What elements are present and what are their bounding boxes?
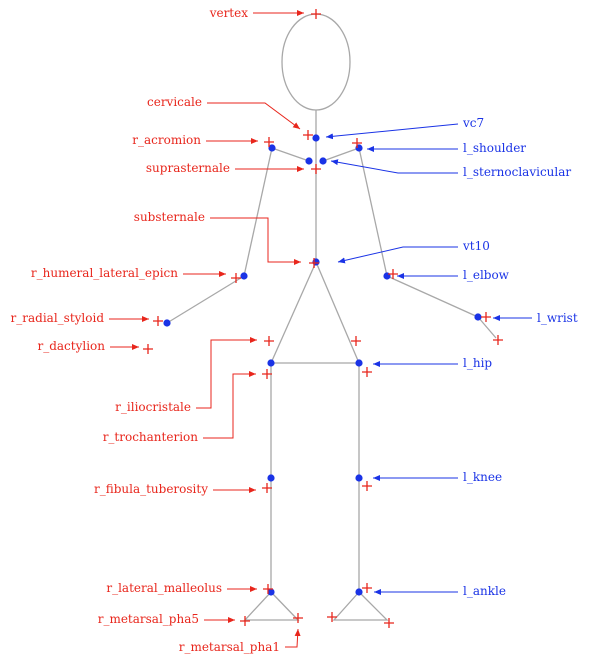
r-pelvis-line (270, 261, 317, 364)
l-sternoclavicular-joint (319, 157, 327, 165)
l-hand-line (477, 316, 497, 339)
label-vc7: vc7 (462, 116, 484, 130)
blue-labels: vc7 l_shoulder l_sternoclavicular vt10 l… (462, 116, 578, 598)
l-upper-arm-line (358, 147, 388, 277)
l-knee-joint (355, 474, 363, 482)
label-l-shoulder: l_shoulder (463, 141, 526, 155)
label-l-knee: l_knee (463, 470, 502, 484)
label-vt10: vt10 (462, 239, 490, 253)
label-l-wrist: l_wrist (537, 311, 578, 325)
r-shoulder-joint (268, 144, 276, 152)
landmark-markers (143, 9, 503, 628)
l-foot-outline (332, 591, 389, 621)
r-pha1-leader (285, 628, 301, 648)
r-knee-joint (267, 474, 275, 482)
label-suprasternale: suprasternale (146, 161, 230, 175)
substernale-leader (210, 217, 301, 265)
vt10-leader (337, 246, 458, 264)
label-r-metarsal-pha1: r_metarsal_pha1 (179, 640, 280, 654)
l-sternoclavicular-leader (330, 159, 458, 174)
cervicale-marker (303, 130, 313, 140)
r-wrist-joint (163, 319, 171, 327)
r-metarsal-pha5-marker (240, 616, 250, 626)
joint-markers (163, 134, 482, 596)
l-iliocristale-marker (351, 336, 361, 346)
l-hip-joint (355, 359, 363, 367)
label-r-radial-styloid: r_radial_styloid (11, 311, 105, 325)
r-sternoclavicular-joint (305, 157, 313, 165)
r-dactylion-marker (143, 344, 153, 354)
r-ankle-joint (267, 588, 275, 596)
r-clavicle-line (271, 147, 310, 162)
r-lateral-malleolus-marker (263, 584, 273, 594)
l-forearm-line (386, 275, 479, 318)
label-l-ankle: l_ankle (463, 584, 506, 598)
vc7-leader (325, 123, 459, 140)
r-foot-outline (243, 591, 300, 621)
l-clavicle-line (322, 147, 360, 162)
label-l-hip: l_hip (463, 356, 492, 370)
label-l-sternoclavicular: l_sternoclavicular (463, 165, 571, 179)
l-trochanterion-marker (362, 367, 372, 377)
r-iliocristale-marker (264, 336, 274, 346)
label-l-elbow: l_elbow (463, 268, 510, 282)
r-iliocristale-leader (196, 337, 257, 409)
r-forearm-line (166, 275, 245, 324)
l-pelvis-line (315, 261, 360, 364)
label-r-dactylion: r_dactylion (37, 339, 105, 353)
vertex-marker (311, 9, 321, 19)
r-elbow-joint (240, 272, 248, 280)
l-lateral-malleolus-marker (362, 583, 372, 593)
label-r-acromion: r_acromion (132, 133, 201, 147)
l-dactylion-marker (493, 335, 503, 345)
blue-leaders (325, 123, 532, 595)
label-r-fibula-tuberosity: r_fibula_tuberosity (94, 482, 208, 496)
vc7-joint (312, 134, 320, 142)
label-r-iliocristale: r_iliocristale (115, 400, 191, 414)
l-fibula-tuberosity-marker (362, 481, 372, 491)
l-humeral-epicn-marker (388, 269, 398, 279)
r-fibula-tuberosity-marker (262, 483, 272, 493)
label-r-humeral-lateral-epicn: r_humeral_lateral_epicn (31, 266, 178, 280)
head-outline (281, 13, 351, 111)
r-radial-styloid-marker (153, 316, 163, 326)
r-hip-joint (267, 359, 275, 367)
l-acromion-marker (352, 138, 362, 148)
l-ankle-joint (355, 588, 363, 596)
label-cervicale: cervicale (147, 95, 202, 109)
red-leaders (109, 10, 304, 648)
r-acromion-marker (264, 137, 274, 147)
l-radial-styloid-marker (481, 312, 491, 322)
label-r-lateral-malleolus: r_lateral_malleolus (106, 581, 222, 595)
substernale-marker (309, 258, 319, 268)
label-r-metarsal-pha5: r_metarsal_pha5 (98, 612, 199, 626)
l-metarsal-pha1-marker (327, 612, 337, 622)
r-trochanterion-marker (262, 369, 272, 379)
r-humeral-epicn-marker (231, 273, 241, 283)
r-metarsal-pha1-marker (293, 613, 303, 623)
l-metarsal-pha5-marker (384, 618, 394, 628)
suprasternale-marker (311, 164, 321, 174)
label-r-trochanterion: r_trochanterion (103, 430, 199, 444)
r-trochanterion-leader (203, 371, 256, 439)
red-labels: vertex cervicale r_acromion suprasternal… (11, 6, 280, 654)
skeleton-lines (166, 13, 497, 621)
label-vertex: vertex (209, 6, 249, 20)
cervicale-leader (207, 102, 301, 130)
l-wrist-joint (474, 313, 482, 321)
label-substernale: substernale (134, 210, 205, 224)
